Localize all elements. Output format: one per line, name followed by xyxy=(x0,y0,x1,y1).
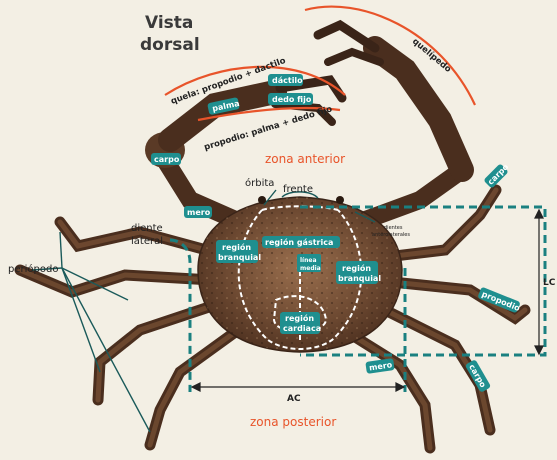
diente-lateral-label-2: lateral xyxy=(131,236,163,247)
tag-cardiaca-2: cardiaca xyxy=(283,324,321,333)
tag-linea-media-1: línea xyxy=(300,257,317,264)
zone-posterior: zona posterior xyxy=(250,415,336,429)
tag-cardiaca-1: región xyxy=(285,313,314,323)
tag-region-gastrica: región gástrica xyxy=(265,237,333,247)
dientes-antero-label-1: dientes xyxy=(384,225,403,231)
tag-branquial-right-1: región xyxy=(342,263,371,273)
eye-left xyxy=(258,196,266,204)
frente-label: frente xyxy=(283,184,313,195)
ac-label: AC xyxy=(287,394,301,404)
tag-carpo-left: carpo xyxy=(154,155,180,164)
dientes-antero-label-2: anterolaterales xyxy=(372,232,410,238)
tag-mero-left: mero xyxy=(187,208,211,217)
title-line2: dorsal xyxy=(140,35,200,55)
tag-dactilo: dáctilo xyxy=(272,76,303,85)
tag-branquial-right-2: branquial xyxy=(338,274,381,283)
lc-dimension xyxy=(535,210,543,354)
title-line1: Vista xyxy=(145,13,193,33)
diente-lateral-label-1: diente xyxy=(131,223,163,234)
ac-dimension xyxy=(192,383,404,391)
tag-branquial-left-1: región xyxy=(222,242,251,252)
periopodo-label: periópodo xyxy=(8,263,58,275)
eye-right xyxy=(336,196,344,204)
orbita-label: órbita xyxy=(245,177,274,189)
zone-anterior: zona anterior xyxy=(265,152,345,166)
lc-label: LC xyxy=(543,278,556,288)
tag-dedo-fijo: dedo fijo xyxy=(272,95,312,104)
tag-branquial-left-2: branquial xyxy=(218,253,261,262)
tag-linea-media-2: media xyxy=(300,265,321,272)
